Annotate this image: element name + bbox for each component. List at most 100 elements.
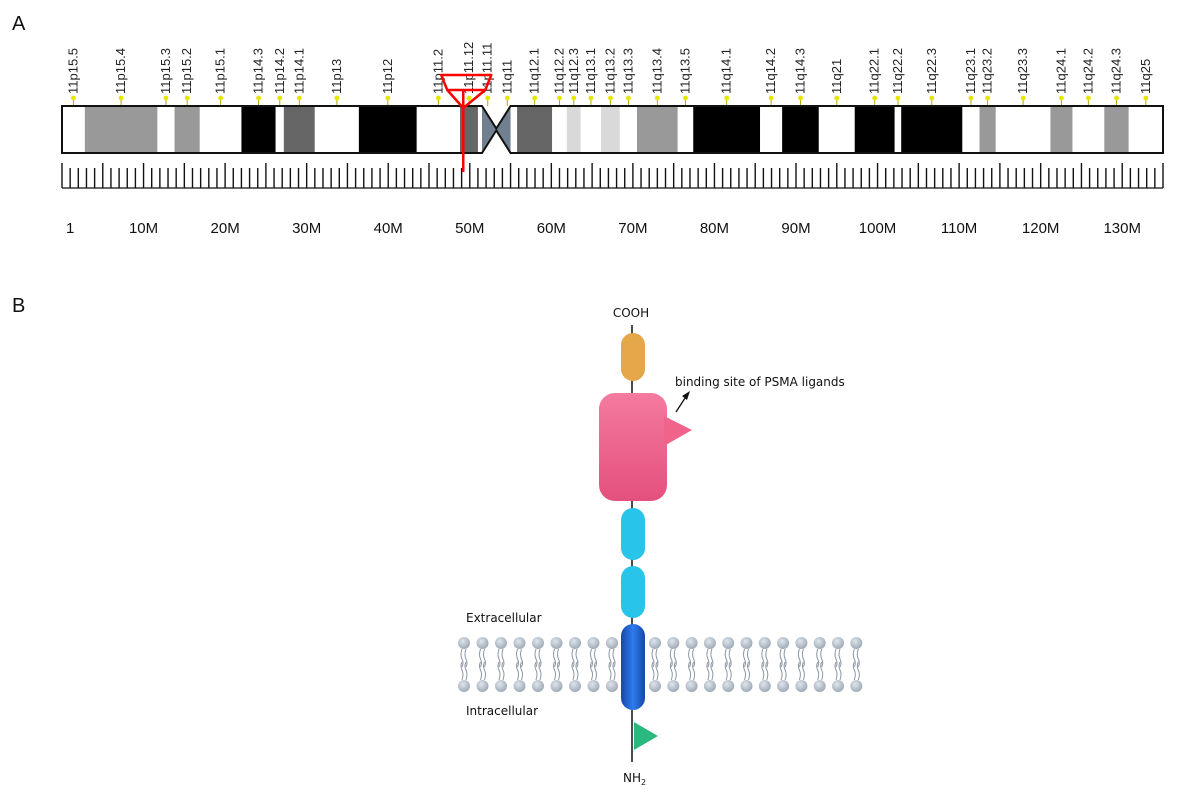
ruler-label: 130M bbox=[1103, 220, 1141, 237]
extracellular-label: Extracellular bbox=[466, 611, 542, 625]
ruler-label: 50M bbox=[455, 220, 484, 237]
highlight-funnel-right bbox=[462, 89, 487, 109]
highlight-funnel-left bbox=[446, 89, 465, 109]
band-marker-dot bbox=[929, 95, 935, 101]
band-marker-dot bbox=[504, 95, 510, 101]
apical-domain-lower bbox=[621, 566, 645, 618]
lipid-molecule bbox=[832, 637, 844, 692]
band-marker-dot bbox=[296, 95, 302, 101]
band-11q12.1 bbox=[517, 106, 553, 153]
binding-site-label: binding site of PSMA ligands bbox=[675, 375, 845, 389]
band-11q13.1 bbox=[580, 106, 602, 153]
band-label-11q14.3: 11q14.3 bbox=[792, 48, 807, 94]
band-label-11q13.2: 11q13.2 bbox=[602, 48, 617, 94]
band-11p15.2 bbox=[174, 106, 200, 153]
lipid-molecule bbox=[476, 637, 489, 692]
catalytic-domain bbox=[599, 393, 667, 501]
band-marker-dot bbox=[163, 95, 169, 101]
band-11p14.3 bbox=[241, 106, 276, 153]
band-label-11p15.1: 11p15.1 bbox=[213, 48, 228, 94]
band-11q24.2 bbox=[1072, 106, 1105, 153]
band-marker-dot bbox=[1143, 95, 1149, 101]
band-label-11q24.1: 11q24.1 bbox=[1053, 48, 1068, 94]
band-label-11p14.2: 11p14.2 bbox=[272, 48, 287, 94]
lipid-molecule bbox=[813, 637, 826, 692]
lipid-molecule bbox=[740, 637, 753, 692]
band-11p11.2 bbox=[416, 106, 460, 153]
panel-label-b: B bbox=[12, 295, 25, 317]
band-11q12.3 bbox=[566, 106, 581, 153]
panel-label-a: A bbox=[12, 13, 26, 35]
ruler-label: 110M bbox=[941, 220, 977, 237]
band-label-11q22.2: 11q22.2 bbox=[890, 48, 905, 94]
band-label-11q25: 11q25 bbox=[1138, 59, 1153, 94]
band-marker-dot bbox=[557, 95, 562, 101]
band-label-11q13.5: 11q13.5 bbox=[677, 48, 692, 94]
band-11q23.1 bbox=[962, 106, 980, 153]
band-label-11q23.1: 11q23.1 bbox=[963, 48, 978, 94]
ideogram-outline bbox=[61, 105, 1164, 154]
centromere-notch-bottom bbox=[482, 131, 511, 153]
band-label-11p11.2: 11p11.2 bbox=[430, 49, 445, 94]
intracellular-label: Intracellular bbox=[466, 704, 538, 718]
ruler-label: 20M bbox=[211, 220, 240, 237]
band-marker-dot bbox=[626, 95, 631, 101]
band-marker-dot bbox=[334, 95, 340, 101]
band-label-11q14.2: 11q14.2 bbox=[763, 48, 778, 94]
band-label-11q21: 11q21 bbox=[829, 59, 844, 94]
psma-protein bbox=[599, 325, 692, 762]
band-marker-dot bbox=[768, 95, 774, 101]
lipid-molecule bbox=[795, 637, 808, 692]
band-marker-dot bbox=[1114, 95, 1119, 101]
lipid-molecule bbox=[685, 637, 698, 692]
gene-locus-highlight bbox=[440, 73, 493, 172]
band-11q13.4 bbox=[636, 106, 678, 153]
band-label-11q14.1: 11q14.1 bbox=[719, 48, 734, 94]
band-11p15.4 bbox=[84, 106, 158, 153]
band-marker-dot bbox=[968, 95, 974, 101]
lipid-molecule bbox=[550, 637, 563, 692]
lipid-bilayer bbox=[458, 637, 863, 692]
ruler-label: 100M bbox=[859, 220, 897, 237]
band-label-11q13.4: 11q13.4 bbox=[649, 48, 664, 94]
lipid-molecule bbox=[587, 637, 600, 692]
band-marker-dot bbox=[385, 95, 391, 101]
ruler-label: 60M bbox=[537, 220, 566, 237]
band-label-11q23.3: 11q23.3 bbox=[1015, 48, 1030, 94]
band-label-11p11.12: 11p11.12 bbox=[461, 42, 476, 94]
band-11q23.3 bbox=[995, 106, 1051, 153]
band-11p15.3 bbox=[157, 106, 175, 153]
ruler-label: 120M bbox=[1022, 220, 1060, 237]
band-11q24.1 bbox=[1050, 106, 1073, 153]
band-11q21 bbox=[818, 106, 855, 153]
ruler-label: 90M bbox=[781, 220, 810, 237]
band-label-11q13.1: 11q13.1 bbox=[583, 48, 598, 94]
lipid-molecule bbox=[758, 637, 771, 692]
band-marker-dot bbox=[798, 95, 803, 101]
band-11p14.1 bbox=[283, 106, 315, 153]
band-marker-dot bbox=[895, 95, 901, 101]
band-marker-dot bbox=[218, 95, 224, 101]
band-11q14.2 bbox=[760, 106, 783, 153]
lipid-molecule bbox=[649, 637, 661, 692]
band-11p15.5 bbox=[62, 106, 85, 153]
band-marker-dot bbox=[571, 95, 577, 101]
band-label-11p15.4: 11p15.4 bbox=[113, 48, 128, 94]
band-label-11q12.2: 11q12.2 bbox=[551, 48, 566, 94]
nh2-label: NH2 bbox=[623, 771, 646, 787]
lipid-molecule bbox=[722, 637, 735, 692]
ruler-label: 30M bbox=[292, 220, 321, 237]
band-11q25 bbox=[1128, 106, 1163, 153]
band-marker-dot bbox=[277, 95, 283, 101]
band-11p13 bbox=[314, 106, 359, 153]
ruler-label: 10M bbox=[129, 220, 158, 237]
band-marker-dot bbox=[1020, 95, 1026, 101]
band-11q22.3 bbox=[901, 106, 963, 153]
band-label-11p15.5: 11p15.5 bbox=[65, 48, 80, 94]
band-marker-dot bbox=[71, 95, 76, 101]
lipid-molecule bbox=[703, 637, 716, 692]
band-label-11q24.3: 11q24.3 bbox=[1109, 48, 1124, 94]
band-label-11q22.1: 11q22.1 bbox=[867, 48, 882, 94]
